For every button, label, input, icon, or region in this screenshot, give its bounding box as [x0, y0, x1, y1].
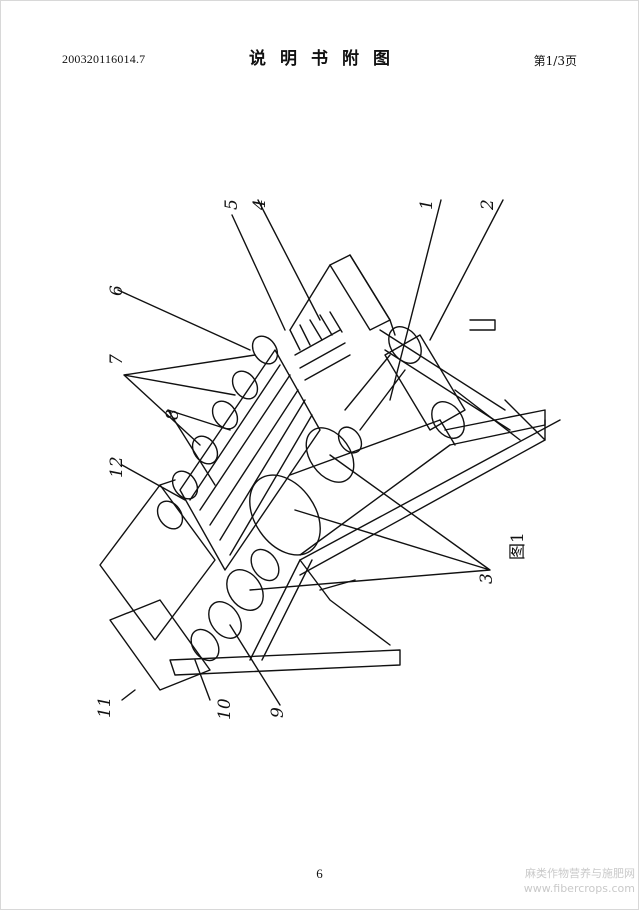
- label-1: 1: [417, 199, 437, 210]
- belts: [289, 354, 451, 556]
- site-watermark: 麻类作物营养与施肥网 www.fibercrops.com: [524, 866, 635, 896]
- feed-board-12: [99, 479, 216, 641]
- label-5: 5: [222, 199, 242, 210]
- page-title: 说明书附图: [249, 49, 404, 69]
- label-12: 12: [107, 456, 127, 478]
- motor-2: [384, 326, 466, 446]
- label-8: 8: [163, 409, 183, 420]
- output-board-11: [109, 599, 211, 691]
- label-7: 7: [107, 354, 127, 365]
- label-2: 2: [478, 199, 498, 211]
- label-10: 10: [215, 698, 235, 720]
- label-6: 6: [107, 285, 127, 296]
- leader-lines: [117, 199, 504, 706]
- roller-cylinders-7: [156, 335, 321, 571]
- feed-table-4: [289, 254, 396, 336]
- label-11: 11: [95, 696, 115, 718]
- pulleys-3: [190, 426, 363, 662]
- label-9: 9: [268, 707, 288, 718]
- application-number: 200320116014.7: [62, 52, 146, 66]
- watermark-line-2: www.fibercrops.com: [523, 882, 635, 895]
- document-header: 200320116014.7 说明书附图 第1/3页: [0, 44, 639, 74]
- feed-teeth-5: [289, 311, 351, 381]
- page-number: 6: [316, 866, 323, 881]
- label-3: 3: [477, 573, 497, 584]
- watermark-line-1: 麻类作物营养与施肥网: [525, 867, 635, 880]
- page-indicator: 第1/3页: [533, 54, 577, 68]
- figure-caption: 图1: [508, 532, 528, 560]
- label-4: 4: [250, 199, 270, 211]
